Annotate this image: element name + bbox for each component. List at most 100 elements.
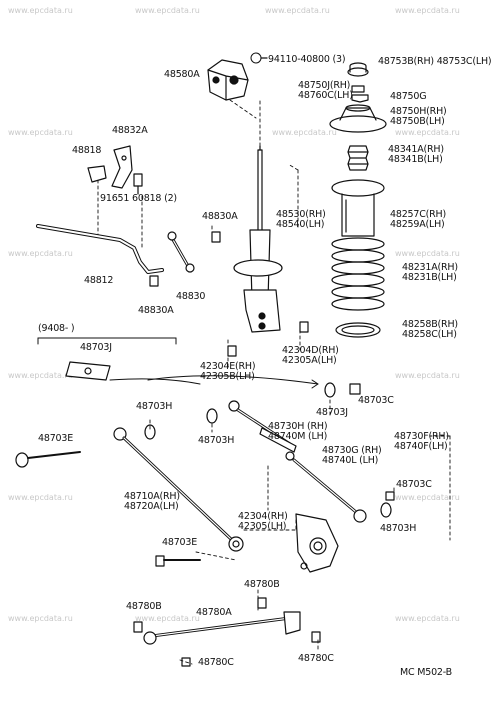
- callout-48750B: 48750B(LH): [390, 116, 445, 127]
- diagram-code: MC M502-B: [400, 667, 452, 678]
- bump-stopper-48341: [347, 145, 369, 171]
- callout-48703H-left: 48703H: [136, 401, 173, 412]
- callout-42304E: 42304E(RH): [200, 361, 256, 372]
- callout-48231B: 48231B(LH): [402, 272, 457, 283]
- watermark: www.epcdata.ru: [8, 128, 73, 137]
- stabilizer-bracket-48832A: [111, 145, 133, 189]
- watermark: www.epcdata.ru: [8, 371, 73, 380]
- watermark: www.epcdata.ru: [395, 614, 460, 623]
- callout-48703H-mid: 48703H: [198, 435, 235, 446]
- upper-insulator-48753: [347, 62, 369, 77]
- bolt-91651: [133, 173, 143, 195]
- nut-42304E-icon: [227, 345, 237, 357]
- callout-48750J: 48750J(RH): [298, 80, 351, 91]
- nut-48830A-icon: [149, 275, 159, 287]
- callout-48703J: 48703J: [316, 407, 348, 418]
- watermark: www.epcdata.ru: [395, 128, 460, 137]
- callout-48730H: 48730H (RH): [268, 421, 328, 432]
- dust-cover-48257C: [331, 179, 385, 237]
- callout-48830A-top: 48830A: [202, 211, 238, 222]
- callout-42304D: 42304D(RH): [282, 345, 339, 356]
- watermark: www.epcdata.ru: [395, 6, 460, 15]
- callout-42305B: 42305B(LH): [200, 371, 255, 382]
- watermark: www.epcdata.ru: [8, 614, 73, 623]
- stabilizer-bar-48812: [36, 224, 164, 274]
- nut-48703C-icon: [349, 383, 361, 395]
- watermark: www.epcdata.ru: [135, 614, 200, 623]
- callout-42305: 42305(LH): [238, 521, 287, 532]
- strut-rod-48730G: [285, 451, 367, 523]
- watermark: www.epcdata.ru: [8, 493, 73, 502]
- coil-spring-48231: [331, 237, 385, 311]
- retainer-48750G: [351, 94, 369, 103]
- callout-48703E-left: 48703E: [38, 433, 74, 444]
- callout-48780A: 48780A: [196, 607, 232, 618]
- callout-48780B-right: 48780B: [244, 579, 280, 590]
- watermark: www.epcdata.ru: [395, 371, 460, 380]
- bolt-48780B-icon: [133, 621, 143, 633]
- nut-48780C-icon: [311, 631, 321, 643]
- bolt-48780B-icon: [257, 597, 267, 609]
- watermark: www.epcdata.ru: [8, 249, 73, 258]
- callout-48720A: 48720A(LH): [124, 501, 179, 512]
- bolt-94110-icon: [250, 52, 262, 64]
- plate-48703J: [65, 361, 111, 381]
- upper-arm-48730H: [228, 400, 297, 453]
- watermark: www.epcdata.ru: [265, 6, 330, 15]
- watermark: www.epcdata.ru: [395, 493, 460, 502]
- callout-48703H-right: 48703H: [380, 523, 417, 534]
- callout-48818: 48818: [72, 145, 102, 156]
- watermark: www.epcdata.ru: [395, 249, 460, 258]
- callout-48730F: 48730F(RH): [394, 431, 449, 442]
- bolt-48703E-mid: [155, 555, 201, 567]
- callout-42305A: 42305A(LH): [282, 355, 337, 366]
- callout-48740M: 48740M (LH): [268, 431, 328, 442]
- callout-48231A: 48231A(RH): [402, 262, 458, 273]
- callout-48812: 48812: [84, 275, 114, 286]
- stabilizer-link-48830: [167, 231, 195, 273]
- washer-48703J-icon: [324, 382, 336, 398]
- callout-48750G: 48750G: [390, 91, 427, 102]
- lateral-arm-48780A: [143, 611, 301, 645]
- route-arrow: [147, 375, 319, 385]
- callout-48259A: 48259A(LH): [390, 219, 445, 230]
- bolt-48703E: [15, 451, 81, 468]
- nut-42304D-icon: [299, 321, 309, 333]
- callout-48540: 48540(LH): [276, 219, 325, 230]
- callout-48750H: 48750H(RH): [390, 106, 447, 117]
- callout-48780B-left: 48780B: [126, 601, 162, 612]
- callout-48258C: 48258C(LH): [402, 329, 457, 340]
- parts-diagram: www.epcdata.ru www.epcdata.ru www.epcdat…: [8, 6, 491, 678]
- watermark: www.epcdata.ru: [135, 6, 200, 15]
- spring-insulator-48258: [335, 322, 381, 338]
- callout-9408: (9408- ): [38, 323, 75, 334]
- nut-48780C-icon: [181, 657, 191, 667]
- callout-48530: 48530(RH): [276, 209, 326, 220]
- lower-arm-48710A: [113, 427, 244, 552]
- callout-91651: 91651 60818 (2): [100, 193, 177, 204]
- callout-48703C-top: 48703C: [358, 395, 394, 406]
- callout-48703E-mid: 48703E: [162, 537, 198, 548]
- callout-48740F: 48740F(LH): [394, 441, 448, 452]
- callout-48341B: 48341B(LH): [388, 154, 443, 165]
- callout-48740L: 48740L (LH): [322, 455, 379, 466]
- bushing-48703H-icon: [144, 424, 156, 440]
- nut-48830A-icon: [211, 231, 221, 243]
- nut-48750J: [351, 85, 365, 93]
- watermark: www.epcdata.ru: [8, 6, 73, 15]
- callout-94110: 94110-40800 (3): [268, 54, 346, 65]
- bushing-48818: [87, 165, 107, 183]
- callout-48580A: 48580A: [164, 69, 200, 80]
- support-48750H: [329, 104, 387, 133]
- callout-48830: 48830: [176, 291, 206, 302]
- callout-48258B: 48258B(RH): [402, 319, 458, 330]
- callout-48341A: 48341A(RH): [388, 144, 444, 155]
- callout-48730G: 48730G (RH): [322, 445, 382, 456]
- callout-42304: 42304(RH): [238, 511, 288, 522]
- callout-48830A-bottom: 48830A: [138, 305, 174, 316]
- strut-upper-support-48580A: [207, 59, 249, 101]
- shock-absorber-48530: [233, 145, 283, 333]
- watermark: www.epcdata.ru: [272, 128, 337, 137]
- bushing-48703H-icon: [206, 408, 218, 424]
- exploded-view-drawing: [15, 52, 451, 667]
